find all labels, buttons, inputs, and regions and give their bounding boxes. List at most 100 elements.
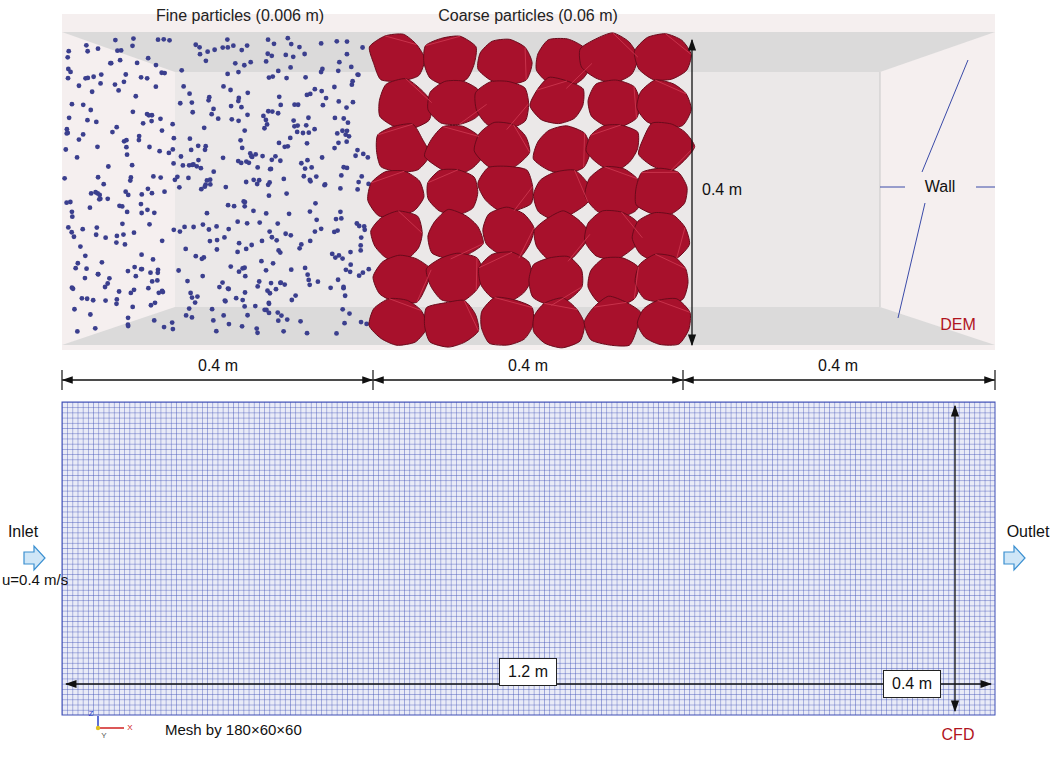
fine-particle xyxy=(221,155,226,160)
fine-particle xyxy=(133,274,138,279)
fine-particle xyxy=(342,321,347,326)
fine-particle xyxy=(356,72,361,77)
fine-particle xyxy=(221,84,226,89)
fine-particle xyxy=(220,45,225,50)
inlet-arrow xyxy=(24,546,45,570)
coarse-particle xyxy=(379,79,432,129)
fine-particle xyxy=(347,311,352,316)
fine-particle xyxy=(99,72,104,77)
fine-particle xyxy=(361,152,366,157)
fine-particle xyxy=(313,201,318,206)
fine-particle xyxy=(132,287,137,292)
fine-particle xyxy=(264,211,269,216)
fine-particle xyxy=(117,289,122,294)
fine-particle xyxy=(229,117,234,122)
fine-particle xyxy=(236,118,241,123)
fine-particle xyxy=(348,250,353,255)
fine-particle xyxy=(245,313,250,318)
fine-particle xyxy=(178,229,183,234)
fine-particle xyxy=(235,250,240,255)
fine-particle xyxy=(344,105,349,110)
fine-particle xyxy=(151,174,156,179)
fine-particle xyxy=(322,183,327,188)
fine-particle xyxy=(205,49,210,54)
fine-particle xyxy=(79,296,84,301)
fine-particle xyxy=(227,322,232,327)
fine-particle xyxy=(267,301,272,306)
fine-particle xyxy=(336,277,341,282)
rock-facet xyxy=(371,171,404,183)
fine-particle xyxy=(351,100,356,105)
fine-particle xyxy=(340,256,345,261)
fine-particle xyxy=(187,91,192,96)
fine-particle xyxy=(211,106,216,111)
fine-particle xyxy=(222,298,227,303)
fine-particle xyxy=(245,221,250,226)
fine-particle xyxy=(254,326,259,331)
rock-facet xyxy=(459,104,487,124)
fine-particle xyxy=(319,226,324,231)
fine-particle xyxy=(274,238,279,243)
axis-letter: X xyxy=(127,724,132,733)
fine-particle xyxy=(175,174,180,179)
fine-particle xyxy=(248,60,253,65)
fine-particle xyxy=(139,252,144,257)
coarse-particle xyxy=(534,211,590,262)
fine-particle xyxy=(115,48,120,53)
fine-particle xyxy=(308,179,313,184)
fine-particle xyxy=(69,230,74,235)
fine-particle xyxy=(249,243,254,248)
rock-facet xyxy=(495,298,532,308)
fine-particle xyxy=(288,136,293,141)
fine-particle xyxy=(334,217,339,222)
fine-particle xyxy=(126,315,131,320)
fine-particle xyxy=(324,96,329,101)
fine-particle xyxy=(181,163,186,168)
fine-particle xyxy=(189,100,194,105)
dimension-label: 1.2 m xyxy=(499,658,557,686)
coarse-particle xyxy=(474,122,530,173)
fine-particle xyxy=(359,174,364,179)
rock-facet xyxy=(583,133,585,167)
cfd-mesh xyxy=(62,402,995,715)
coarse-particle xyxy=(637,80,692,127)
fine-particle xyxy=(337,60,342,65)
fine-particle xyxy=(191,225,196,230)
wall-edge xyxy=(880,72,881,307)
fine-particle xyxy=(328,285,333,290)
dimension-label: 0.4 m xyxy=(508,357,548,375)
fine-particle xyxy=(170,147,175,152)
fine-particle xyxy=(205,178,210,183)
fine-particle xyxy=(289,267,294,272)
fine-particle xyxy=(65,130,70,135)
fine-particle xyxy=(93,190,98,195)
fine-particle xyxy=(161,37,166,42)
fine-particle xyxy=(307,282,312,287)
fine-particle xyxy=(253,152,258,157)
fine-particle xyxy=(63,147,68,152)
fine-particle xyxy=(88,312,93,317)
fine-particle xyxy=(243,274,248,279)
fine-particle xyxy=(266,37,271,42)
fine-particle xyxy=(251,208,256,213)
fine-particle xyxy=(239,161,244,166)
fine-particle xyxy=(152,318,157,323)
fine-particle xyxy=(314,174,319,179)
coarse-particle xyxy=(584,296,641,346)
coarse-particle xyxy=(478,39,533,85)
fine-particle xyxy=(154,63,159,68)
fine-particle xyxy=(141,121,146,126)
coarse-particles xyxy=(368,33,695,348)
fine-particle xyxy=(155,278,160,283)
fine-particle xyxy=(65,55,70,60)
fine-particle xyxy=(128,178,133,183)
fine-particle xyxy=(114,297,119,302)
fine-particle xyxy=(77,137,82,142)
fine-particle xyxy=(198,52,203,57)
fine-particle xyxy=(96,175,101,180)
fine-particle xyxy=(177,185,182,190)
fine-particle xyxy=(170,122,175,127)
fine-particle xyxy=(355,72,360,77)
fine-particle xyxy=(296,102,301,107)
fine-particle xyxy=(223,299,228,304)
